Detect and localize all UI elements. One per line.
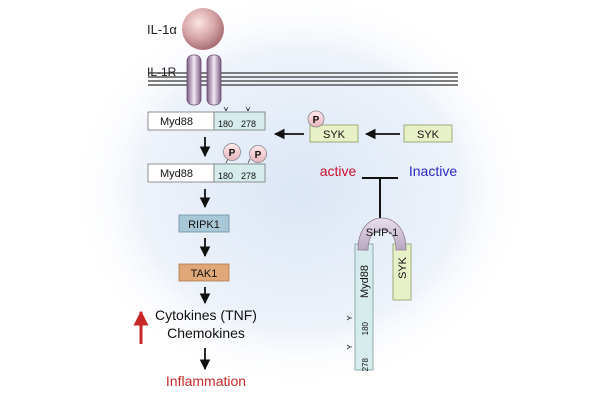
myd88-phosphorylated: Myd88 180 278 P P xyxy=(147,143,267,183)
cytokines-label: Cytokines (TNF) xyxy=(155,307,257,323)
inactive-label: Inactive xyxy=(409,163,457,179)
myd88-phos-label: Myd88 xyxy=(160,168,193,180)
il1r-label: IL-1R xyxy=(147,65,177,79)
myd88-top-y-site-278 xyxy=(245,106,251,112)
myd88-phos-site-box xyxy=(213,163,266,183)
ripk1-box xyxy=(178,214,230,233)
syk-inactive-box xyxy=(403,124,453,143)
myd88-top-y-site-180 xyxy=(223,106,229,112)
il1r-receptor-left xyxy=(186,54,202,106)
myd88-top-site-278: 278 xyxy=(241,119,256,129)
syk-inactive-label: SYK xyxy=(417,129,440,141)
myd88-top-site-180: 180 xyxy=(218,119,233,129)
inflammation-label: Inflammation xyxy=(166,373,246,389)
complex-myd88-label: Myd88 xyxy=(359,265,371,298)
il1a-ligand-circle xyxy=(182,8,224,50)
complex-y-site-180 xyxy=(346,315,352,321)
myd88-phos-y-site-278 xyxy=(247,158,251,164)
myd88-phos-site-278: 278 xyxy=(241,171,256,181)
syk-active-label: SYK xyxy=(323,129,346,141)
tak1-box xyxy=(178,263,230,282)
il1a-label: IL-1α xyxy=(147,22,177,37)
syk-phospho-label: P xyxy=(313,115,320,126)
shp1-shape xyxy=(357,217,407,251)
tak1-label: TAK1 xyxy=(191,268,218,280)
myd88-phos-site-180: 180 xyxy=(218,171,233,181)
complex-y-site-278 xyxy=(346,344,352,350)
complex-site-278: 278 xyxy=(361,357,370,371)
chemokines-label: Chemokines xyxy=(167,325,245,341)
myd88-top-site-box xyxy=(213,111,266,131)
ripk1-label: RIPK1 xyxy=(188,219,220,231)
complex-site-180: 180 xyxy=(361,321,370,335)
phospho-circle-180 xyxy=(223,143,241,161)
shp1-label: SHP-1 xyxy=(366,227,398,239)
myd88-top-label: Myd88 xyxy=(160,116,193,128)
myd88-top: Myd88 180 278 xyxy=(147,106,266,131)
phospho-label-180: P xyxy=(229,148,236,159)
syk-phospho-circle xyxy=(307,110,325,128)
shp1-complex: SHP-1 Myd88 180 278 SYK xyxy=(346,217,412,371)
complex-myd88-bar xyxy=(354,243,374,371)
background-glow xyxy=(70,0,530,390)
phospho-circle-278 xyxy=(249,145,267,163)
active-label: active xyxy=(320,163,357,179)
il1r-receptor-right xyxy=(206,54,222,106)
complex-syk-label: SYK xyxy=(397,256,409,279)
phospho-label-278: P xyxy=(255,150,262,161)
syk-active-box xyxy=(309,124,359,143)
